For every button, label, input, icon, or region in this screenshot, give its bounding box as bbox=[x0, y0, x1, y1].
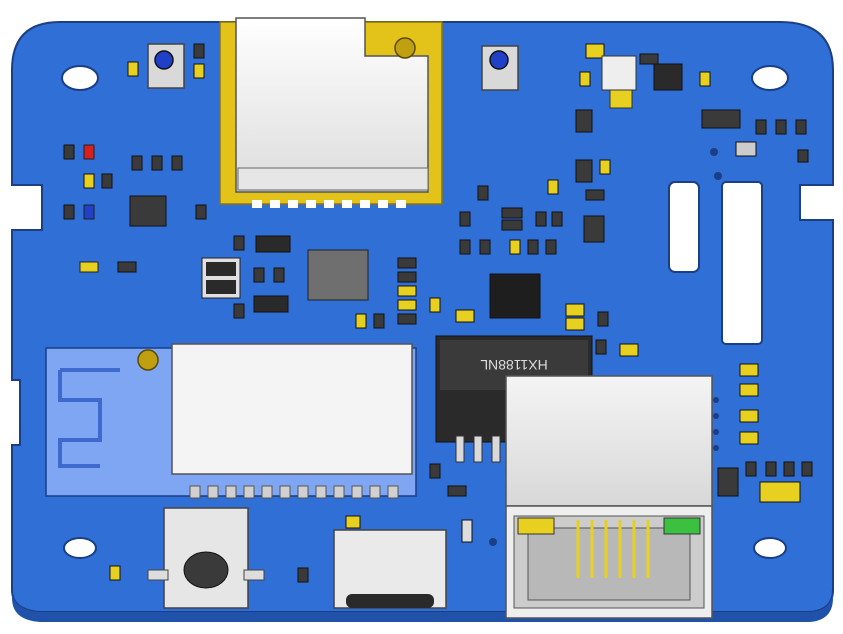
wifi-module-shield bbox=[219, 17, 443, 208]
status-leds bbox=[79, 144, 99, 273]
mounting-holes bbox=[61, 65, 789, 559]
transformer-marking: HX1188NL bbox=[480, 357, 548, 373]
tactile-switch bbox=[147, 507, 265, 609]
reset-button bbox=[481, 45, 519, 91]
ble-module bbox=[45, 343, 417, 499]
usb-c-connector bbox=[333, 529, 447, 609]
rj45-jack bbox=[505, 375, 713, 619]
board-slots bbox=[668, 181, 763, 345]
integrated-circuits bbox=[129, 55, 683, 319]
boot-button bbox=[147, 43, 185, 89]
smd-components bbox=[63, 43, 813, 583]
